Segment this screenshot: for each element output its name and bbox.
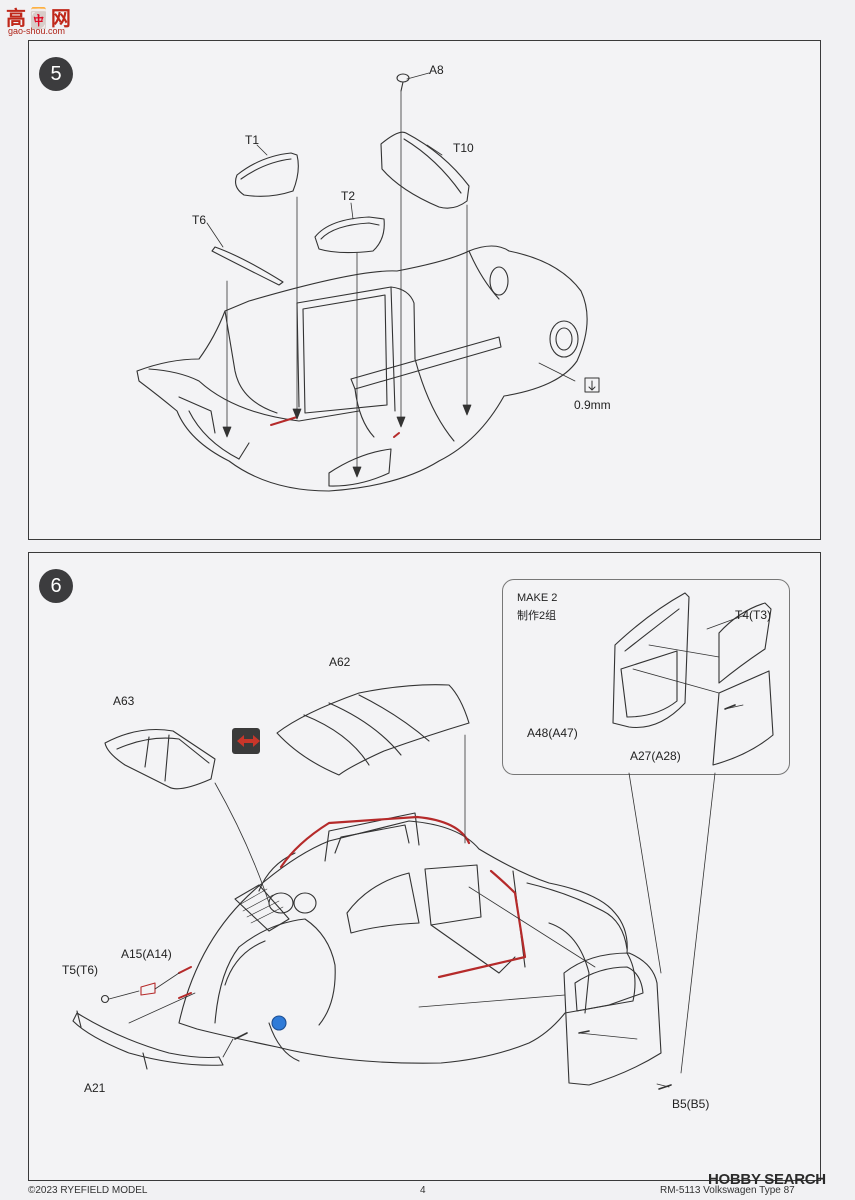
- label-a48: A48(A47): [527, 726, 578, 740]
- part-t5-lens: [100, 994, 110, 1004]
- make-count-label: MAKE 2: [517, 592, 558, 604]
- label-b5: B5(B5): [672, 1097, 710, 1111]
- assembly-guide-lines: [108, 734, 716, 1088]
- body-shell-drawing: [136, 72, 600, 492]
- part-a21-bumper: [72, 1010, 224, 1070]
- make-count-label-cn: 制作2组: [517, 610, 557, 622]
- label-t2: T2: [341, 189, 356, 203]
- step-number-badge: 5: [39, 57, 73, 91]
- label-t1: T1: [245, 133, 260, 147]
- part-a8-mirror: [396, 73, 410, 92]
- part-a62-roof: [276, 684, 470, 776]
- headlight-lens: [271, 1015, 287, 1031]
- hobby-search-watermark: HOBBY SEARCH: [708, 1171, 826, 1188]
- site-logo-text: 高🀄网: [6, 6, 71, 30]
- label-a15: A15(A14): [121, 947, 172, 961]
- site-watermark: 高🀄网: [6, 6, 76, 35]
- inset-door-parts: [612, 592, 774, 766]
- label-t6: T6: [192, 213, 207, 227]
- body-shell-outline: [136, 245, 588, 492]
- part-t2-window: [314, 216, 385, 254]
- label-t5: T5(T6): [62, 963, 98, 977]
- part-t6-vent: [211, 246, 284, 286]
- label-drill-size: 0.9mm: [574, 398, 611, 412]
- make-2-inset-box: MAKE 2 制作2组: [502, 579, 790, 775]
- label-t4: T4(T3): [735, 608, 771, 622]
- assembly-guide-lines: [222, 90, 576, 478]
- part-t1-window: [235, 152, 299, 197]
- footer-page-number: 4: [420, 1185, 426, 1196]
- site-logo-icon: 高🀄网: [6, 6, 71, 30]
- step-number-badge: 6: [39, 569, 73, 603]
- label-leaders: [206, 72, 443, 248]
- part-t10-window: [380, 131, 470, 209]
- body-assembly-drawing: [72, 592, 774, 1090]
- footer-product: RM-5113 Volkswagen Type 87: [660, 1185, 795, 1196]
- part-a15-lamp: [140, 966, 192, 999]
- step-6-panel: 6 MAKE 2 制作2组: [28, 552, 821, 1181]
- footer-copyright: ©2023 RYEFIELD MODEL: [28, 1185, 148, 1196]
- drill-icon: [584, 377, 600, 393]
- label-a27: A27(A28): [630, 749, 681, 763]
- site-url: gao-shou.com: [8, 26, 66, 36]
- step-5-panel: 5: [28, 40, 821, 540]
- label-a21: A21: [84, 1081, 106, 1095]
- part-a63-lid: [104, 728, 216, 790]
- label-a62: A62: [329, 655, 351, 669]
- label-a63: A63: [113, 694, 135, 708]
- swap-icon: [232, 728, 260, 754]
- door-part: [563, 952, 662, 1086]
- label-t10: T10: [453, 141, 474, 155]
- label-a8: A8: [429, 63, 444, 77]
